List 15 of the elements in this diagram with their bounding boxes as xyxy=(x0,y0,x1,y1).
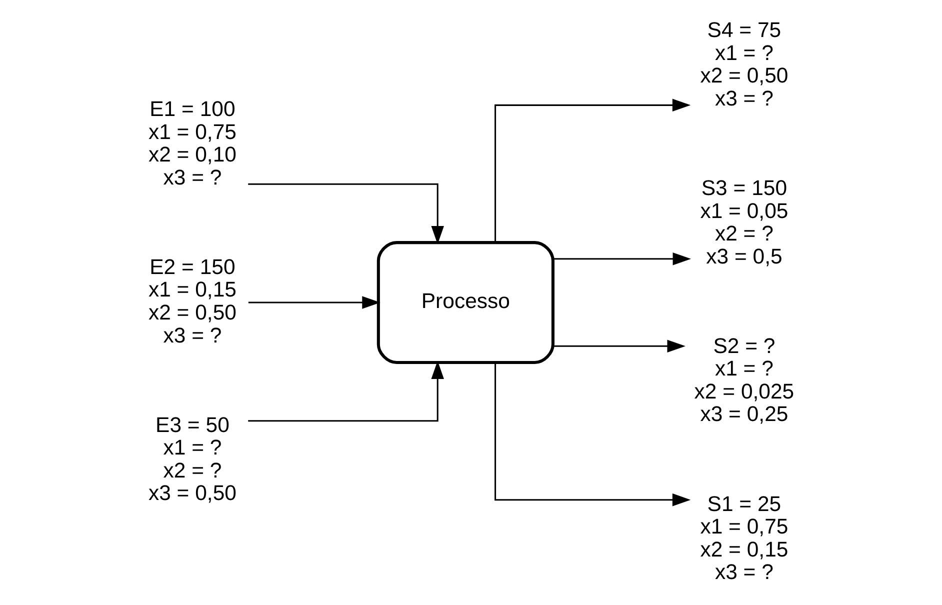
arrow xyxy=(494,98,691,242)
arrow xyxy=(553,252,692,266)
node-text: S1 = 25 x1 = 0,75 x2 = 0,15 x3 = ? xyxy=(700,492,788,584)
node-text: E2 = 150 x1 = 0,15 x2 = 0,50 x3 = ? xyxy=(148,254,236,348)
arrow xyxy=(494,362,691,506)
arrow xyxy=(248,360,444,422)
node-text: S3 = 150 x1 = 0,05 x2 = ? x3 = 0,5 xyxy=(700,176,788,268)
arrow xyxy=(553,340,686,353)
node-text: S2 = ? x1 = ? x2 = 0,025 x3 = 0,25 xyxy=(694,334,794,426)
arrow xyxy=(248,183,444,244)
arrow xyxy=(248,296,380,309)
node-text: S4 = 75 x1 = ? x2 = 0,50 x3 = ? xyxy=(700,18,788,110)
node-text: E1 = 100 x1 = 0,75 x2 = 0,10 x3 = ? xyxy=(148,97,236,190)
node-box: Processo xyxy=(376,241,554,364)
node-text: E3 = 50 x1 = ? x2 = ? x3 = 0,50 xyxy=(148,412,236,506)
